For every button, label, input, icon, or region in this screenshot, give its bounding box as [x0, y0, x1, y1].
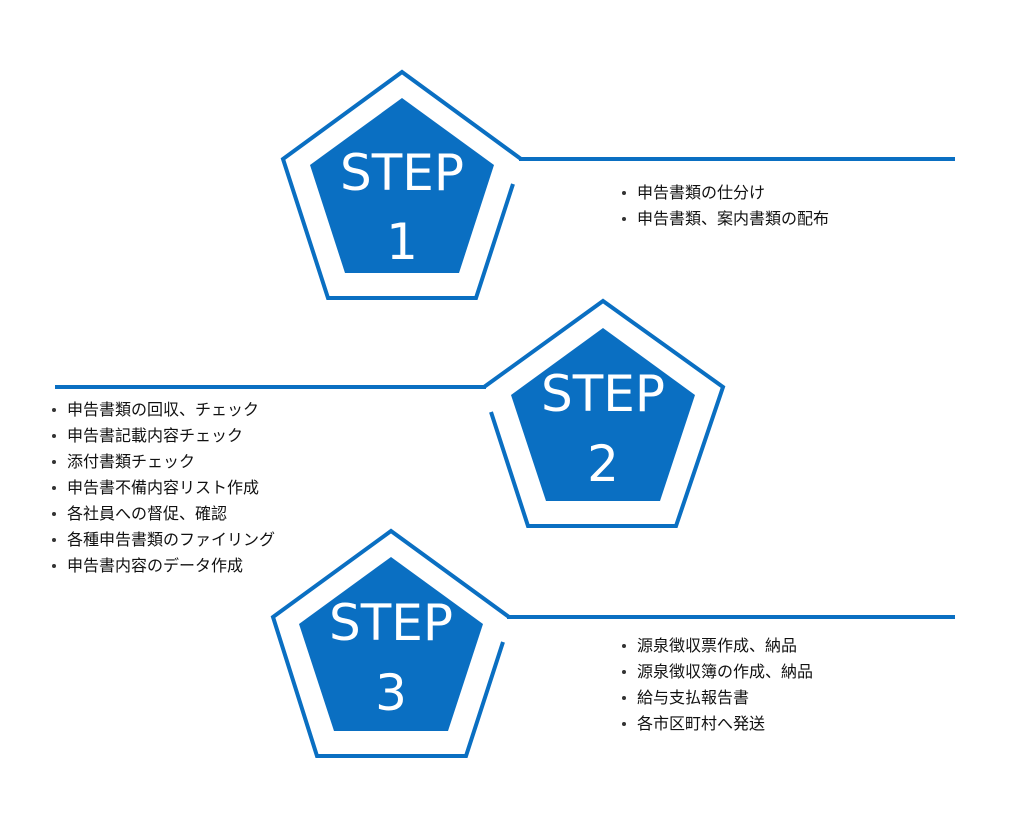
bullet-icon	[622, 722, 626, 726]
list-item-text: 申告書類の回収、チェック	[67, 400, 260, 419]
bullet-icon	[52, 538, 56, 542]
list-item-text: 申告書類の仕分け	[637, 183, 766, 202]
step-3-number: 3	[375, 664, 407, 722]
bullet-icon	[622, 191, 626, 195]
list-item-text: 添付書類チェック	[67, 452, 196, 471]
list-item-text: 給与支払報告書	[637, 688, 750, 707]
bullet-icon	[52, 434, 56, 438]
step-3-title: STEP	[329, 594, 453, 652]
step-2-number: 2	[587, 435, 619, 493]
list-item: 各種申告書類のファイリング	[50, 527, 275, 553]
step-3-badge: STEP 3	[270, 528, 955, 758]
bullet-icon	[52, 512, 56, 516]
step-1-number: 1	[386, 213, 418, 271]
list-item: 申告書記載内容チェック	[50, 423, 275, 449]
list-item-text: 申告書類、案内書類の配布	[637, 209, 830, 228]
list-item: 源泉徴収票作成、納品	[620, 633, 813, 659]
step-2-title: STEP	[541, 365, 665, 423]
step-1-title: STEP	[340, 144, 464, 202]
bullet-icon	[52, 408, 56, 412]
list-item: 申告書類、案内書類の配布	[620, 206, 829, 232]
step-1-pentagon	[310, 98, 494, 273]
list-item: 申告書類の回収、チェック	[50, 397, 275, 423]
step-2-item-list: 申告書類の回収、チェック 申告書記載内容チェック 添付書類チェック 申告書不備内…	[50, 397, 275, 579]
step-3-outline	[270, 528, 511, 758]
bullet-icon	[622, 217, 626, 221]
list-item: 各市区町村へ発送	[620, 711, 813, 737]
list-item-text: 源泉徴収簿の作成、納品	[637, 662, 814, 681]
list-item-text: 源泉徴収票作成、納品	[637, 636, 798, 655]
step-2-pentagon	[511, 328, 695, 501]
bullet-icon	[622, 670, 626, 674]
step-3-pentagon	[299, 557, 483, 731]
list-item-text: 申告書内容のデータ作成	[67, 556, 244, 575]
list-item: 添付書類チェック	[50, 449, 275, 475]
step-3-item-list: 源泉徴収票作成、納品 源泉徴収簿の作成、納品 給与支払報告書 各市区町村へ発送	[620, 633, 813, 737]
list-item: 源泉徴収簿の作成、納品	[620, 659, 813, 685]
bullet-icon	[622, 644, 626, 648]
bullet-icon	[52, 486, 56, 490]
list-item-text: 申告書不備内容リスト作成	[67, 478, 260, 497]
list-item: 申告書内容のデータ作成	[50, 553, 275, 579]
step-2-badge: STEP 2	[55, 298, 726, 528]
list-item-text: 各市区町村へ発送	[637, 714, 766, 733]
bullet-icon	[52, 460, 56, 464]
list-item: 給与支払報告書	[620, 685, 813, 711]
step-1-badge: STEP 1	[280, 69, 955, 300]
list-item: 各社員への督促、確認	[50, 501, 275, 527]
list-item-text: 各社員への督促、確認	[67, 504, 228, 523]
step-2-outline	[482, 298, 726, 528]
list-item: 申告書類の仕分け	[620, 180, 829, 206]
bullet-icon	[52, 564, 56, 568]
step-1-outline	[280, 69, 523, 300]
bullet-icon	[622, 696, 626, 700]
list-item-text: 申告書記載内容チェック	[67, 426, 244, 445]
list-item: 申告書不備内容リスト作成	[50, 475, 275, 501]
step-1-item-list: 申告書類の仕分け 申告書類、案内書類の配布	[620, 180, 829, 232]
list-item-text: 各種申告書類のファイリング	[67, 530, 276, 549]
